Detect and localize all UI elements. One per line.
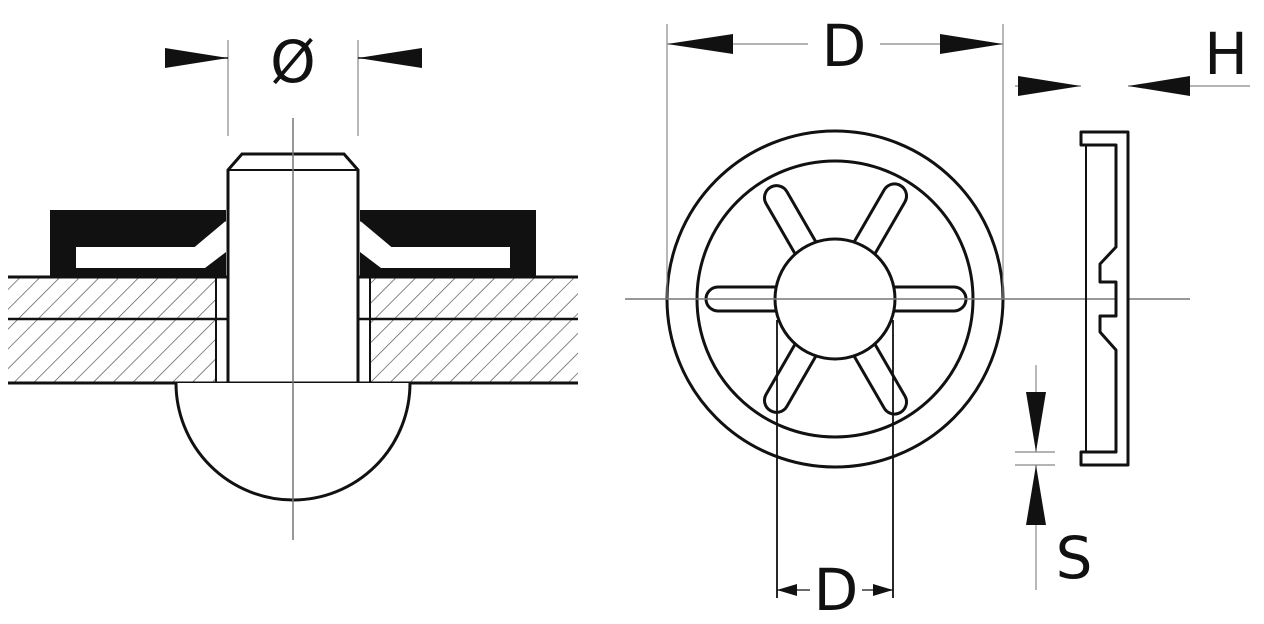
front-view: D D: [625, 12, 1190, 624]
thickness-label: S: [1056, 524, 1093, 592]
side-view: H S: [1015, 20, 1250, 592]
diameter-label: Ø: [270, 28, 316, 96]
inner-diameter-dimension: D: [776, 320, 894, 624]
thickness-dimension: S: [1015, 365, 1092, 592]
inner-diameter-label: D: [814, 556, 859, 624]
outer-diameter-label: D: [822, 12, 867, 80]
diameter-dimension: Ø: [165, 28, 422, 136]
height-dimension: H: [1015, 20, 1250, 96]
height-label: H: [1204, 20, 1248, 88]
push-nut-section: [50, 210, 536, 277]
outer-diameter-dimension: D: [666, 12, 1004, 299]
section-view: Ø: [8, 28, 578, 540]
